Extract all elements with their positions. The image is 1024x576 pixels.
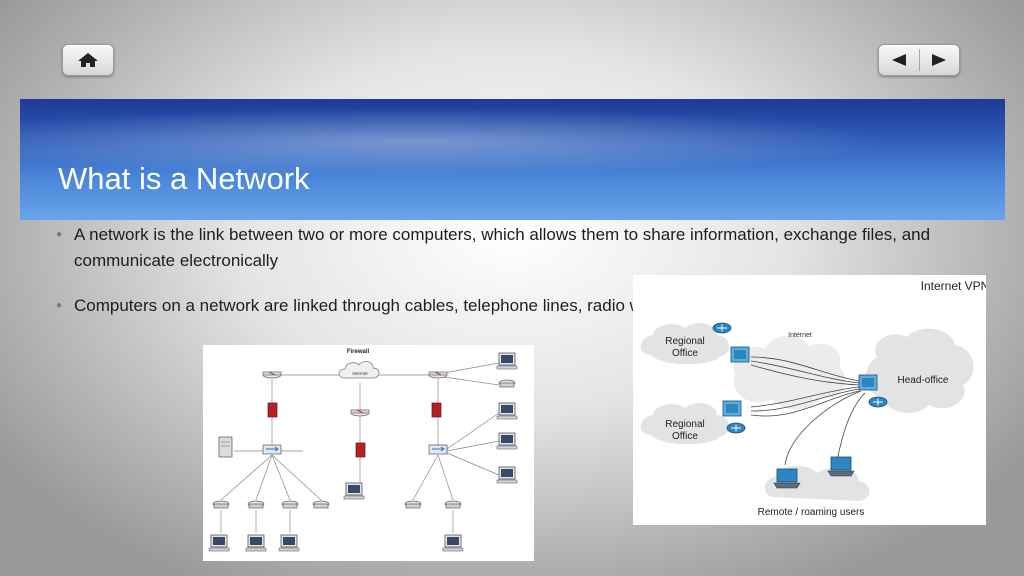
server-icon xyxy=(218,436,233,458)
computer-icon xyxy=(496,466,518,484)
switch-icon xyxy=(428,444,448,455)
router-icon xyxy=(262,371,282,379)
firewall-figure-title: Firewall xyxy=(347,349,370,355)
vpn-links xyxy=(750,356,866,466)
computer-icon xyxy=(496,352,518,370)
computer-icon xyxy=(278,534,300,552)
router-icon xyxy=(726,422,746,434)
banner-sheen xyxy=(20,99,1005,220)
computer-icon xyxy=(442,534,464,552)
phone-icon xyxy=(212,500,230,509)
vpn-cloud-label: Internet xyxy=(788,332,812,339)
home-icon xyxy=(78,53,98,67)
next-slide-button[interactable] xyxy=(919,45,959,75)
regional-office-label-line1: Regional xyxy=(665,336,704,347)
computer-icon xyxy=(343,482,365,500)
laptop-icon xyxy=(773,468,801,489)
regional-office-label-line1: Regional xyxy=(665,419,704,430)
router-icon xyxy=(428,371,448,379)
switch-icon xyxy=(858,374,878,391)
home-button[interactable] xyxy=(62,44,114,76)
computer-icon xyxy=(245,534,267,552)
phone-icon xyxy=(444,500,462,509)
remote-users-label: Remote / roaming users xyxy=(758,507,865,518)
phone-icon xyxy=(247,500,265,509)
laptop-icon xyxy=(827,456,855,477)
switch-icon xyxy=(730,346,750,363)
triangle-right-icon xyxy=(932,54,947,66)
firewall-network-diagram: Firewall Internet xyxy=(203,345,534,561)
slide-navigation xyxy=(878,44,960,76)
router-icon xyxy=(712,322,732,334)
triangle-left-icon xyxy=(891,54,906,66)
nav-divider xyxy=(918,49,920,71)
title-banner: What is a Network xyxy=(20,99,1005,220)
regional-office-label-line2: Office xyxy=(672,348,698,359)
phone-icon xyxy=(498,379,516,388)
phone-icon xyxy=(404,500,422,509)
phone-icon xyxy=(281,500,299,509)
cloud-shapes xyxy=(640,323,974,501)
switch-icon xyxy=(722,400,742,417)
bullet-item: A network is the link between two or mor… xyxy=(54,222,974,274)
router-icon xyxy=(350,409,370,417)
computer-icon xyxy=(496,432,518,450)
slide-title: What is a Network xyxy=(58,161,310,196)
internet-cloud-label: Internet xyxy=(352,371,368,376)
router-icon xyxy=(868,396,888,408)
firewall-icon xyxy=(267,402,278,418)
firewall-icon xyxy=(431,402,442,418)
internet-cloud: Internet xyxy=(338,361,380,379)
head-office-label: Head-office xyxy=(898,375,949,386)
previous-slide-button[interactable] xyxy=(879,45,919,75)
firewall-diagram-lines xyxy=(220,362,500,533)
regional-office-label-line2: Office xyxy=(672,431,698,442)
internet-vpn-diagram: Internet VPN Internet Regional Office Re… xyxy=(633,275,989,525)
computer-icon xyxy=(496,402,518,420)
vpn-figure-title: Internet VPN xyxy=(921,279,986,293)
switch-icon xyxy=(262,444,282,455)
computer-icon xyxy=(208,534,230,552)
firewall-icon xyxy=(355,442,366,458)
phone-icon xyxy=(312,500,330,509)
